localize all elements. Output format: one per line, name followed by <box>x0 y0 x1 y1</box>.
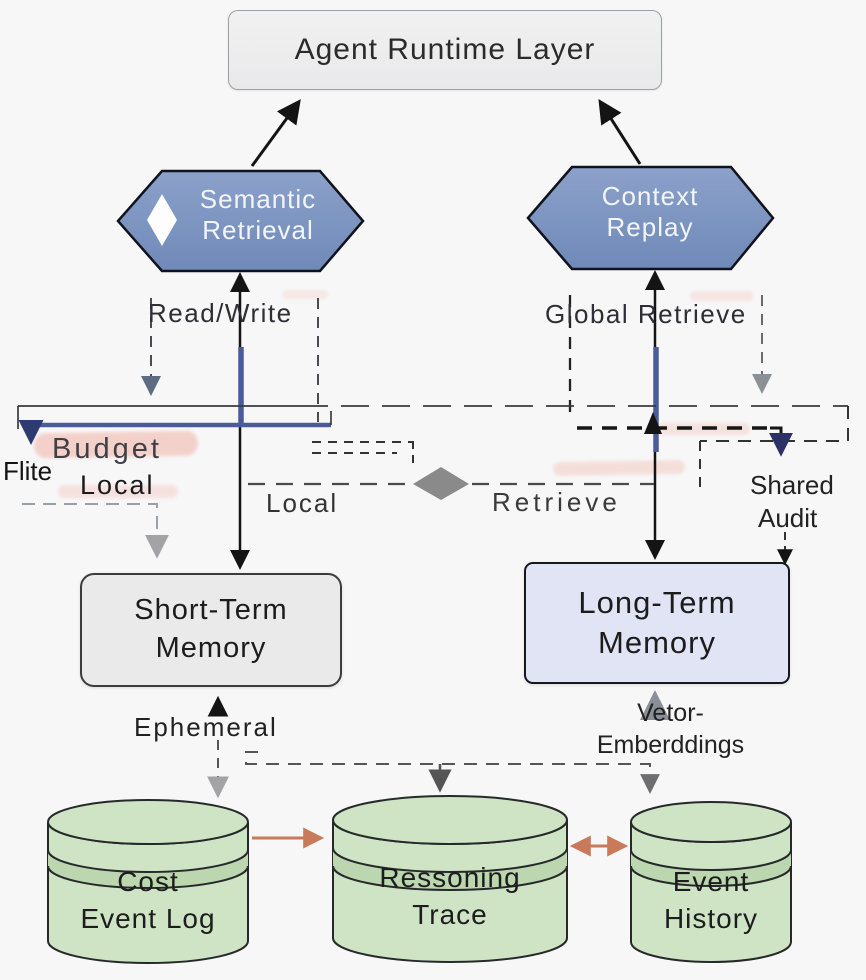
cost-event-log-line1: Cost <box>117 866 179 897</box>
highlight-top-right <box>690 291 754 301</box>
semantic-retrieval-line2: Retrieval <box>202 215 314 246</box>
semantic-retrieval-hexagon <box>116 169 365 273</box>
long-term-memory-node: Long-Term Memory <box>524 562 790 684</box>
vector-embeddings-line2: Emberddings <box>596 731 745 759</box>
highlight-top-left <box>282 290 328 299</box>
ephemeral-label: Ephemeral <box>134 712 278 742</box>
cost-event-log-cylinder <box>47 799 249 964</box>
global-retrieve-label: Global Retrieve <box>545 299 747 329</box>
local-label: Local <box>266 488 339 518</box>
agent-runtime-layer-node: Agent Runtime Layer <box>228 10 662 90</box>
cylinder-top <box>630 801 792 843</box>
short-term-memory-node: Short-Term Memory <box>80 573 342 687</box>
bus-right-return <box>700 406 849 442</box>
context-replay-hexagon <box>526 165 775 271</box>
edge-replay-to-runtime <box>598 98 642 165</box>
audit-label: Audit <box>758 503 818 533</box>
flite-label: Flite <box>3 456 53 486</box>
read-write-label: Read/Write <box>148 298 293 328</box>
shared-audit-up-arrowhead <box>644 412 662 434</box>
reasoning-trace-label: Ressoning Trace <box>333 860 567 934</box>
short-term-memory-line1: Short-Term <box>134 594 288 627</box>
long-term-memory-line1: Long-Term <box>578 584 736 620</box>
agent-runtime-layer-label: Agent Runtime Layer <box>294 33 596 66</box>
long-term-memory-label: Long-Term Memory <box>578 583 735 664</box>
shared-audit-corner <box>770 426 783 446</box>
semantic-retrieval-line1: Semantic <box>199 184 317 214</box>
context-replay-line1: Context <box>601 181 699 211</box>
highlight-flite <box>58 485 178 498</box>
vector-embeddings-line1: Vetor- <box>637 699 704 727</box>
reasoning-trace-cylinder <box>332 795 568 963</box>
cost-event-log-label: Cost Event Log <box>48 864 248 938</box>
cylinder-band-lines <box>630 849 792 887</box>
cylinder-band <box>631 850 791 886</box>
vector-embeddings-label: Vetor- Emberddings <box>568 697 773 761</box>
event-history-line1: Event <box>672 866 750 897</box>
flite-local-label: Local <box>80 470 155 500</box>
diamond-icon <box>147 194 177 246</box>
context-replay-label: Context Replay <box>548 181 752 243</box>
semantic-retrieval-label: Semantic Retrieval <box>168 184 348 246</box>
edge-semantic-to-runtime <box>250 99 301 167</box>
cylinder-band-lines <box>332 847 568 891</box>
reasoning-trace-line1: Ressoning <box>379 862 521 893</box>
context-replay-line2: Replay <box>606 212 694 243</box>
event-history-cylinder <box>630 801 792 963</box>
cylinder-band <box>333 848 567 890</box>
shared-label: Shared <box>750 470 834 500</box>
bottom-dash-bus <box>245 751 651 778</box>
short-term-memory-label: Short-Term Memory <box>134 592 287 667</box>
reasoning-trace-line2: Trace <box>412 898 488 930</box>
event-history-label: Event History <box>631 864 791 938</box>
cylinder-band-lines <box>47 849 249 889</box>
event-history-line2: History <box>663 902 759 934</box>
retrieve-diamond-arrow <box>413 467 469 500</box>
cylinder-top <box>332 795 568 845</box>
flite-local-path <box>22 503 158 542</box>
cylinder-top <box>47 799 249 845</box>
short-term-memory-line2: Memory <box>155 632 267 664</box>
long-term-memory-line2: Memory <box>598 625 716 660</box>
retrieve-label: Retrieve <box>492 487 621 517</box>
cost-event-log-line2: Event Log <box>80 902 216 934</box>
budget-label: Budget <box>52 433 162 465</box>
cylinder-band <box>48 850 248 888</box>
